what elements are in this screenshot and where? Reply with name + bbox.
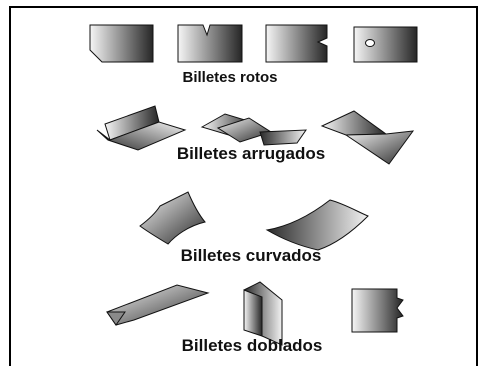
group-rotos-illustrations [89,24,418,63]
torn-note-corner-cut [89,24,154,63]
torn-note-with-hole [353,26,418,63]
caption-billetes-arrugados: Billetes arrugados [176,144,326,163]
crumpled-note-2-c [259,129,307,146]
curved-note-2 [265,199,369,251]
group-doblados-illustrations [106,281,404,346]
caption-billetes-doblados: Billetes doblados [181,336,323,355]
group-arrugados-illustrations [96,105,415,165]
folded-note-1-flap [106,311,126,326]
folded-note-1 [106,284,210,326]
crumpled-note-1-front [96,121,187,151]
folded-note-2-front [243,289,263,337]
caption-billetes-rotos: Billetes rotos [182,69,278,86]
caption-billetes-curvados: Billetes curvados [180,246,322,265]
group-curvados-illustrations [139,191,369,251]
folded-note-3 [351,288,404,333]
note-hole [365,39,375,47]
curved-note-1 [139,191,206,245]
torn-note-top-notch [177,24,243,63]
crumpled-note-3-b [344,130,415,165]
torn-note-side-notch [265,24,328,63]
crumpled-note-3-a [320,110,388,136]
